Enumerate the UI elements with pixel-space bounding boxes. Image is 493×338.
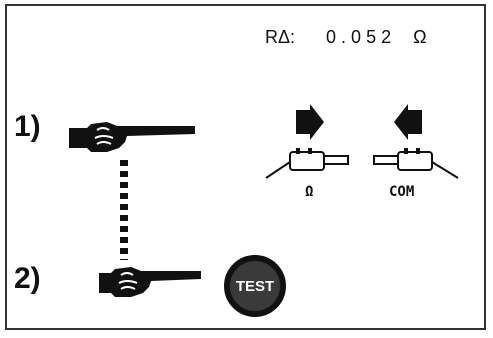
readout-label: RΔ:: [265, 27, 296, 47]
step-1-label: 1): [14, 110, 41, 143]
probe-plug-icon: [373, 148, 459, 179]
probe-plug-icon: [265, 148, 349, 179]
pointing-hand-icon: [67, 110, 197, 165]
resistance-readout: RΔ: 0.052 Ω: [265, 27, 427, 48]
test-button[interactable]: TEST: [224, 255, 286, 317]
pointing-hand-icon: [97, 255, 207, 310]
connector-dotted-line: [120, 160, 128, 260]
probe-diagram: [262, 100, 462, 195]
step-2-label: 2): [14, 262, 41, 295]
readout-unit: Ω: [413, 27, 427, 47]
arrow-right-icon: [296, 104, 324, 140]
readout-value: 0.052: [326, 27, 397, 47]
com-probe-label: COM: [389, 184, 415, 200]
arrow-left-icon: [394, 104, 422, 140]
ohm-probe-label: Ω: [305, 184, 314, 200]
